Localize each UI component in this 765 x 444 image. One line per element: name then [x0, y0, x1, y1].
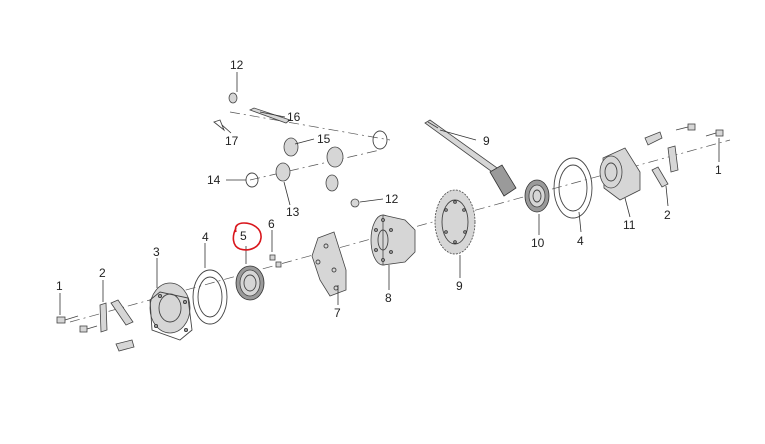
bolt-left	[56, 315, 79, 324]
screw-part-6	[269, 254, 282, 268]
leader-lines	[59, 72, 720, 315]
callout-11: 11	[623, 218, 636, 232]
bolt-left-lower	[79, 325, 98, 333]
callout-15: 15	[317, 132, 331, 146]
pinion-gear-part-13	[275, 162, 339, 192]
gasket-right	[553, 157, 593, 219]
gear-axis-line	[249, 149, 381, 181]
washer-part-15	[372, 130, 388, 150]
callout-4-left: 4	[202, 230, 209, 244]
washer-part-12-top	[228, 92, 238, 104]
bolt-right	[675, 123, 724, 137]
bearing-part-5	[235, 265, 265, 301]
side-gear-part-15	[283, 137, 344, 168]
pin-part-16	[248, 107, 291, 124]
callout-14: 14	[207, 173, 221, 187]
callout-6: 6	[268, 217, 275, 231]
callout-7: 7	[334, 306, 341, 320]
bearing-housing-part-11	[599, 147, 641, 201]
pinion-shaft-part-9	[424, 119, 517, 197]
bearing-cover	[149, 282, 193, 341]
callout-1-left: 1	[56, 279, 63, 293]
bearing-part-10	[524, 179, 550, 213]
callout-13: 13	[286, 205, 300, 219]
gasket-left	[192, 269, 228, 325]
bracket-part-7	[311, 231, 347, 297]
callout-9-shaft: 9	[483, 134, 490, 148]
lock-plate-right	[644, 131, 679, 188]
washer-part-12-mid	[350, 198, 360, 208]
lock-plate-left	[99, 299, 135, 352]
callout-5: 5	[240, 229, 247, 243]
callout-1-right: 1	[715, 163, 722, 177]
washer-part-14	[245, 172, 259, 188]
callout-17: 17	[225, 134, 239, 148]
callout-4-right: 4	[577, 234, 584, 248]
callout-8: 8	[385, 291, 392, 305]
callout-12-mid: 12	[385, 192, 399, 206]
callout-16: 16	[287, 110, 301, 124]
callout-2-left: 2	[99, 266, 106, 280]
callout-3: 3	[153, 245, 160, 259]
callout-9-ring: 9	[456, 279, 463, 293]
callout-12-top: 12	[230, 58, 244, 72]
ring-gear-part-9	[434, 189, 476, 255]
differential-case-part-8	[370, 214, 416, 266]
callout-2-right: 2	[664, 208, 671, 222]
upper-axis-line	[229, 111, 391, 141]
highlight-circle	[232, 222, 262, 251]
callout-10: 10	[531, 236, 545, 250]
